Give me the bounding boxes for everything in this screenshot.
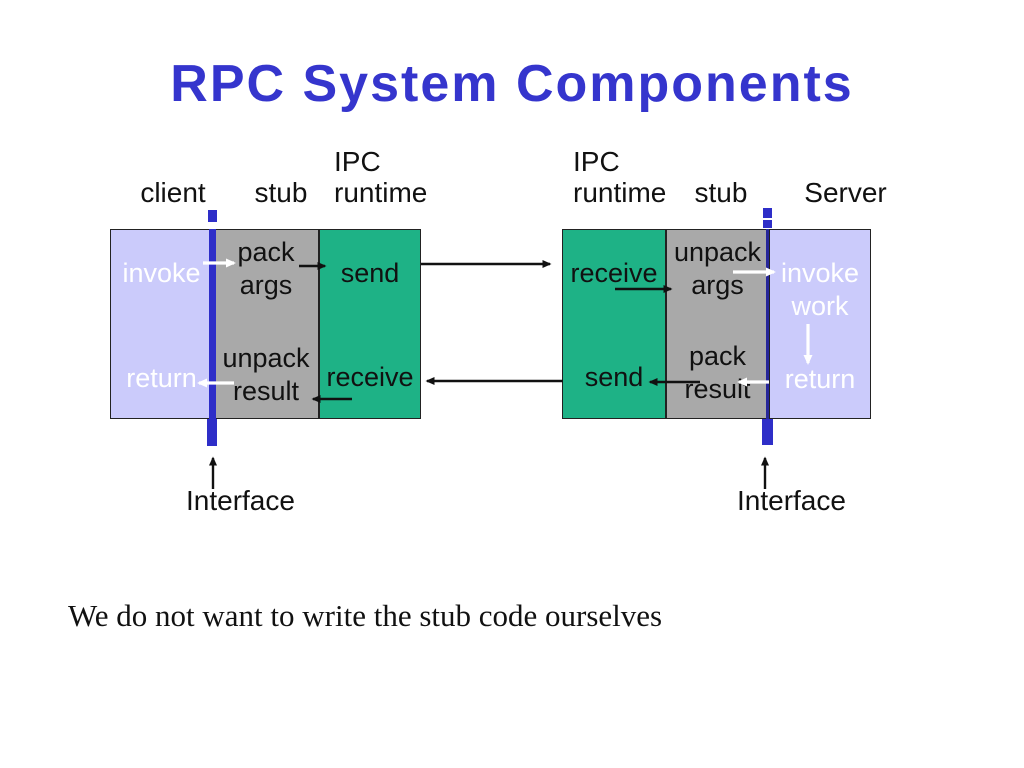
left-stub-column-label: stub xyxy=(254,177,308,208)
pack-result-line2: result xyxy=(684,374,751,404)
footer-note: We do not want to write the stub code ou… xyxy=(68,598,663,633)
server-send-label: send xyxy=(584,362,644,392)
right-interface-label: Interface xyxy=(737,485,846,516)
right-stub-column-label: stub xyxy=(694,177,748,208)
slide-title: RPC System Components xyxy=(170,55,854,113)
invoke-work-line1: invoke xyxy=(780,258,860,288)
right-ipc-runtime-line1: IPC xyxy=(573,146,620,177)
client-side-assembly: invoke return pack args unpack result se… xyxy=(110,229,421,419)
server-column-label: Server xyxy=(804,177,887,208)
unpack-result-label: unpack result xyxy=(214,342,318,408)
pack-args-line2: args xyxy=(239,270,293,300)
client-box: invoke return xyxy=(110,229,213,419)
left-interface-bar xyxy=(209,229,216,419)
client-invoke-label: invoke xyxy=(122,258,201,288)
right-interface-bar-dot1 xyxy=(763,208,772,218)
server-return-label: return xyxy=(784,364,856,394)
client-runtime-box: send receive xyxy=(319,229,421,419)
server-side-assembly: receive send unpack args pack result inv… xyxy=(562,229,871,419)
client-send-label: send xyxy=(340,258,400,288)
client-return-label: return xyxy=(126,363,197,393)
left-ipc-runtime-line2: runtime xyxy=(334,177,428,208)
unpack-args-line2: args xyxy=(691,270,744,300)
server-runtime-box: receive send xyxy=(562,229,666,419)
client-receive-label: receive xyxy=(326,362,414,392)
left-ipc-runtime-column-label: IPC runtime xyxy=(334,146,427,208)
left-interface-bar-dot xyxy=(208,210,217,222)
right-ipc-runtime-line2: runtime xyxy=(573,177,667,208)
client-stub-box: pack args unpack result xyxy=(213,229,319,419)
server-stub-box: unpack args pack result xyxy=(666,229,769,419)
unpack-result-line1: unpack xyxy=(222,343,310,373)
unpack-args-line1: unpack xyxy=(673,237,762,267)
invoke-work-label: invoke work xyxy=(770,257,870,323)
pack-result-label: pack result xyxy=(667,340,768,406)
invoke-work-line2: work xyxy=(791,291,849,321)
unpack-args-label: unpack args xyxy=(667,236,768,302)
server-receive-label: receive xyxy=(570,258,658,288)
left-ipc-runtime-line1: IPC xyxy=(334,146,381,177)
pack-result-line1: pack xyxy=(688,341,747,371)
right-interface-bar xyxy=(766,229,769,419)
right-interface-bar-dot2 xyxy=(763,220,772,228)
pack-args-line1: pack xyxy=(237,237,295,267)
pack-args-label: pack args xyxy=(214,236,318,302)
left-interface-bar-bottom xyxy=(207,419,217,446)
right-ipc-runtime-column-label: IPC runtime xyxy=(573,146,666,208)
unpack-result-line2: result xyxy=(232,376,300,406)
left-interface-label: Interface xyxy=(186,485,295,516)
server-box: invoke work return xyxy=(769,229,871,419)
right-interface-bar-bottom xyxy=(762,419,773,445)
client-column-label: client xyxy=(140,177,206,208)
